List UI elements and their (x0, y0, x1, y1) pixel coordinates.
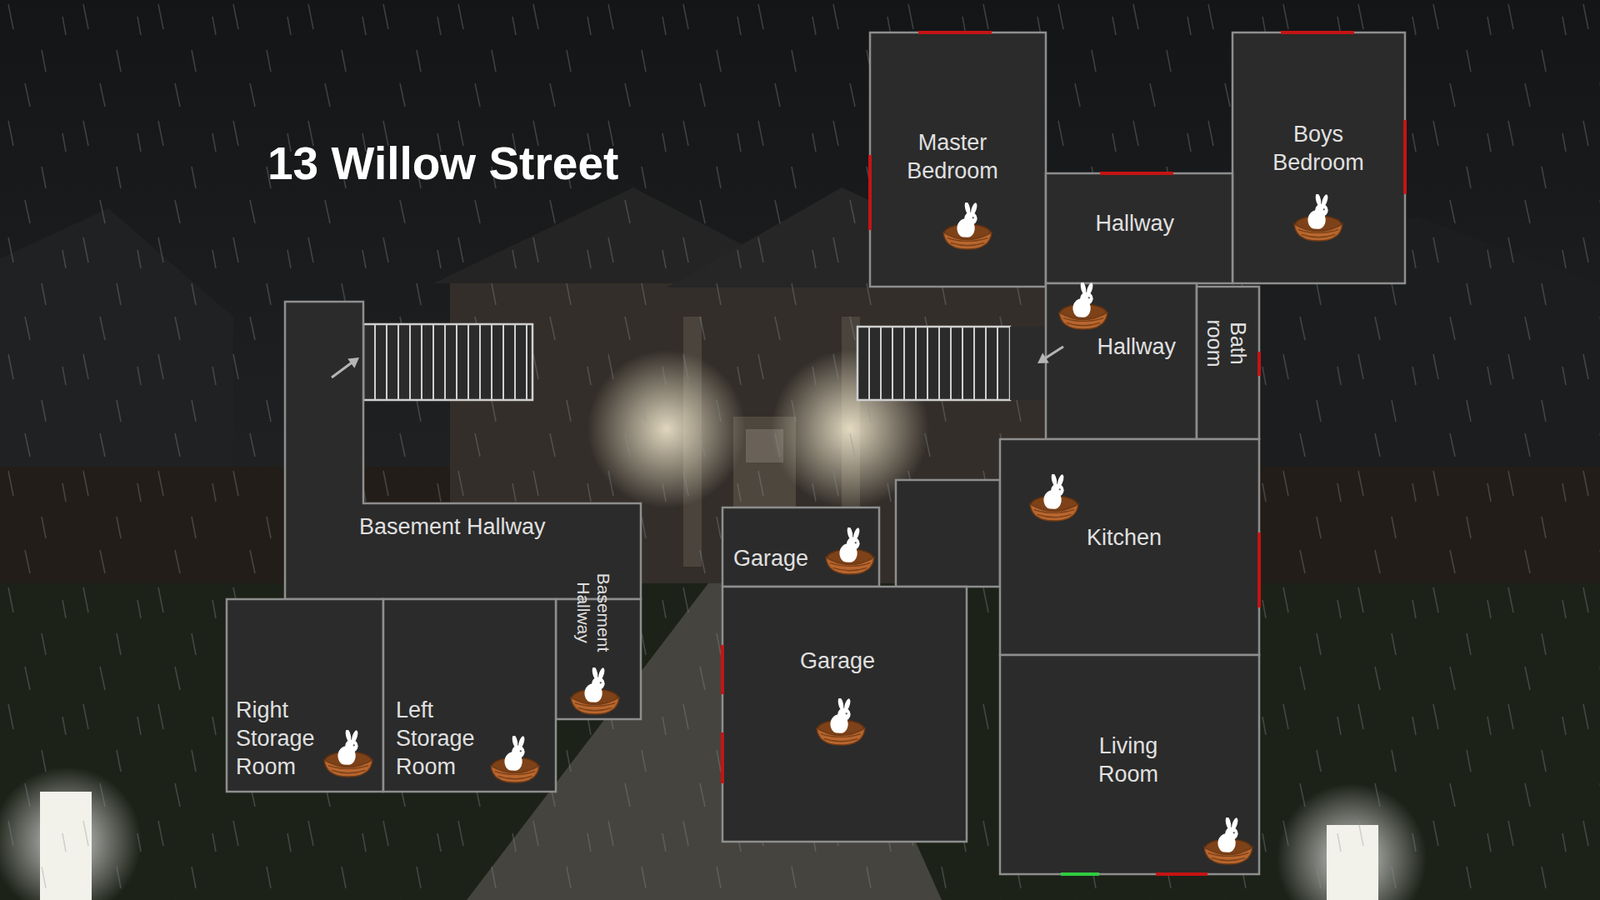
room: Garage (722, 507, 880, 587)
room: Basement Hallway (555, 599, 641, 720)
basement-stairs (363, 324, 533, 400)
main-stairs (857, 326, 1046, 400)
room-label: Basement Hallway (573, 569, 614, 656)
room: Hallway (1045, 283, 1197, 440)
room: Right Storage Room (226, 599, 384, 792)
room-label: Garage (733, 544, 809, 573)
room-label: Living Room (1065, 731, 1191, 789)
room-label: Basement Hallway (359, 512, 546, 541)
room-label: Boys Bedroom (1255, 120, 1381, 177)
room: Garage (722, 586, 967, 842)
passage-floor (895, 480, 1000, 587)
room-label: Right Storage Room (235, 695, 332, 781)
room-floor (285, 301, 641, 600)
room-floor (1045, 283, 1197, 440)
room: Boys Bedroom (1232, 32, 1405, 284)
map-title: 13 Willow Street (267, 135, 619, 191)
room: Left Storage Room (383, 599, 556, 792)
room-label: Hallway (1097, 332, 1177, 361)
room-label: Left Storage Room (395, 695, 492, 781)
room-label: Bath room (1203, 308, 1250, 379)
room: Hallway (1045, 173, 1233, 284)
room: Living Room (1000, 655, 1260, 875)
room: Master Bedroom (870, 32, 1046, 287)
room-label: Hallway (1095, 209, 1175, 238)
room: Basement Hallway (285, 301, 641, 600)
room-floor (722, 586, 967, 842)
room: Kitchen (1000, 439, 1260, 655)
room: Bath room (1196, 286, 1260, 440)
room-label: Master Bedroom (890, 128, 1015, 185)
room-label: Garage (800, 646, 875, 675)
room-label: Kitchen (1086, 523, 1162, 552)
